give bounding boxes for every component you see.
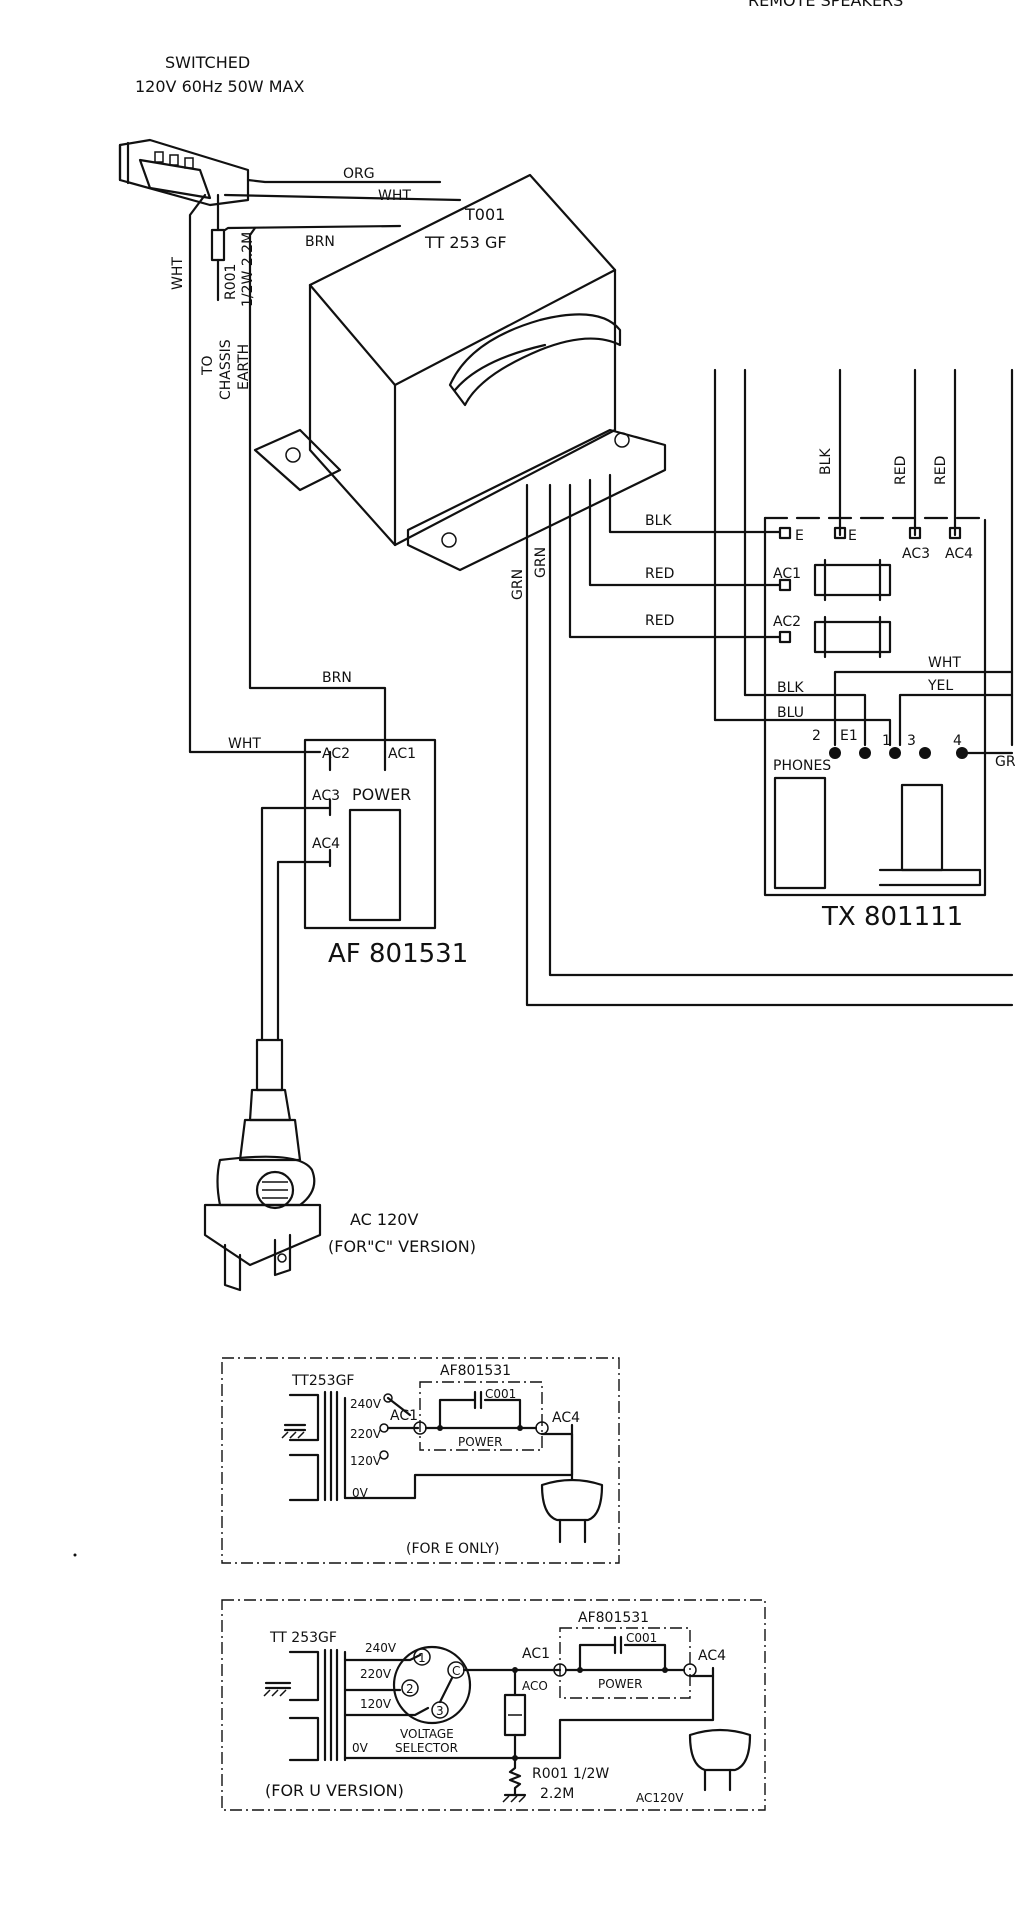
inset-u-sel-label1: VOLTAGE — [400, 1727, 454, 1741]
wire-brn-mid: BRN — [322, 670, 352, 686]
wire-red-right1: RED — [893, 456, 909, 485]
inset-e-cap: C001 — [485, 1387, 516, 1401]
wire-wht-side: WHT — [170, 257, 186, 290]
inset-u-cap: C001 — [626, 1631, 657, 1645]
af-board: AC2 AC1 AC3 AC4 POWER WHT BRN AF 801531 — [228, 670, 468, 969]
plug-label-1: AC 120V — [350, 1210, 418, 1229]
wire-red2: RED — [645, 613, 674, 629]
inset-e-note: (FOR E ONLY) — [406, 1541, 499, 1557]
wire-grn1: GRN — [510, 569, 526, 600]
wire-wht-mid: WHT — [228, 736, 261, 752]
inset-e-tap-120: 120V — [350, 1454, 382, 1468]
wire-blu: BLU — [777, 705, 804, 721]
wire-red1: RED — [645, 566, 674, 582]
plug-label-2: (FOR"C" VERSION) — [328, 1237, 476, 1256]
chassis-earth-1: TO — [200, 355, 216, 376]
tx-term-e2: E — [848, 528, 857, 544]
inset-e-tap-220: 220V — [350, 1427, 382, 1441]
transformer-ref: T001 — [464, 205, 505, 224]
resistor-r001 — [210, 228, 226, 262]
tx-pin-e1: E1 — [840, 728, 858, 744]
inset-u-sel-1: 1 — [418, 1651, 426, 1665]
inset-u-note: (FOR U VERSION) — [265, 1781, 404, 1800]
inset-u-tap-0: 0V — [352, 1741, 369, 1755]
switched-outlet: SWITCHED 120V 60Hz 50W MAX — [118, 53, 304, 207]
inset-u-tap-120: 120V — [360, 1697, 392, 1711]
wire-wht2: WHT — [928, 655, 961, 671]
transformer-model: TT 253 GF — [424, 233, 507, 252]
wire-org: ORG — [343, 166, 375, 182]
inset-e-power: POWER — [458, 1435, 502, 1449]
tx-phones-label: PHONES — [773, 758, 831, 774]
outlet-label-2: 120V 60Hz 50W MAX — [135, 77, 304, 96]
wire-blk1: BLK — [645, 513, 672, 529]
chassis-earth-label: TO CHASSIS EARTH — [200, 339, 252, 400]
inset-e-ac4: AC4 — [552, 1410, 580, 1426]
tx-term-ac3: AC3 — [902, 546, 930, 562]
inset-u-sel-c: C — [452, 1664, 460, 1678]
wire-red-right2: RED — [933, 456, 949, 485]
tx-term-ac4: AC4 — [945, 546, 973, 562]
transformer-t001: T001 TT 253 GF — [253, 173, 667, 572]
inset-u-tap-220: 220V — [360, 1667, 392, 1681]
wire-wht-top: WHT — [378, 188, 411, 204]
inset-u-ac4: AC4 — [698, 1648, 726, 1664]
inset-e-transformer: TT253GF — [291, 1373, 354, 1389]
inset-e-schematic: TT253GF AF801531 240V 220V 120V 0V AC1 A… — [221, 1357, 620, 1564]
tx-pin-3: 3 — [907, 733, 916, 749]
chassis-earth-3: EARTH — [236, 344, 252, 390]
inset-u-power: POWER — [598, 1677, 642, 1691]
af-term-ac3: AC3 — [312, 788, 340, 804]
inset-u-ac1: AC1 — [522, 1646, 550, 1662]
inset-e-tap-0: 0V — [352, 1486, 369, 1500]
inset-u-board: AF801531 — [578, 1610, 649, 1626]
tx-board-name: TX 801111 — [821, 902, 963, 932]
af-board-name: AF 801531 — [328, 939, 468, 969]
inset-u-plug: AC120V — [636, 1791, 684, 1805]
power-cord — [203, 806, 332, 1292]
inset-e-tap-240: 240V — [350, 1397, 382, 1411]
tx-term-ac1: AC1 — [773, 566, 801, 582]
inset-u-sel-2: 2 — [406, 1682, 414, 1696]
resistor-value: 1/2W 2.2M — [240, 232, 256, 307]
outlet-wires: ORG WHT BRN R001 1/2W 2.2M WHT TO CHASSI… — [170, 166, 462, 754]
inset-u-aco: ACO — [522, 1679, 548, 1693]
resistor-label: R001 — [223, 264, 239, 300]
outlet-label-1: SWITCHED — [165, 53, 250, 72]
inset-u-resistor: R001 1/2W — [532, 1766, 609, 1782]
wire-grn2: GRN — [533, 547, 549, 578]
chassis-earth-2: CHASSIS — [218, 339, 234, 400]
tx-pin-1: 1 — [882, 733, 891, 749]
tx-pin-2: 2 — [812, 728, 821, 744]
inset-u-tap-240: 240V — [365, 1641, 397, 1655]
tx-board: BLK RED RED E E AC3 AC4 AC1 AC2 BLK BLU … — [713, 368, 1015, 932]
inset-u-sel-label2: SELECTOR — [395, 1741, 458, 1755]
af-term-ac4: AC4 — [312, 836, 340, 852]
af-term-ac1: AC1 — [388, 746, 416, 762]
wire-brn-top: BRN — [305, 234, 335, 250]
tx-clip-gr: GR — [995, 754, 1015, 770]
transformer-tx-wires: BLK RED RED GRN GRN — [510, 473, 1014, 1007]
inset-u-transformer: TT 253GF — [269, 1630, 337, 1646]
top-clip-text: REMOTE SPEAKERS — [748, 0, 903, 10]
tx-pin-4: 4 — [953, 733, 962, 749]
inset-u-schematic: TT 253GF AF801531 240V 220V 120V 0V 1 2 … — [221, 1599, 766, 1811]
wire-blk2: BLK — [777, 680, 804, 696]
inset-u-sel-3: 3 — [436, 1704, 444, 1718]
wire-blk-right: BLK — [818, 448, 834, 475]
af-power-label: POWER — [352, 785, 411, 804]
tx-term-ac2: AC2 — [773, 614, 801, 630]
tx-term-e1: E — [795, 528, 804, 544]
inset-e-board: AF801531 — [440, 1363, 511, 1379]
inset-u-resistor-value: 2.2M — [540, 1786, 574, 1802]
af-term-ac2: AC2 — [322, 746, 350, 762]
inset-e-ac1: AC1 — [390, 1408, 418, 1424]
wire-yel: YEL — [927, 678, 953, 694]
